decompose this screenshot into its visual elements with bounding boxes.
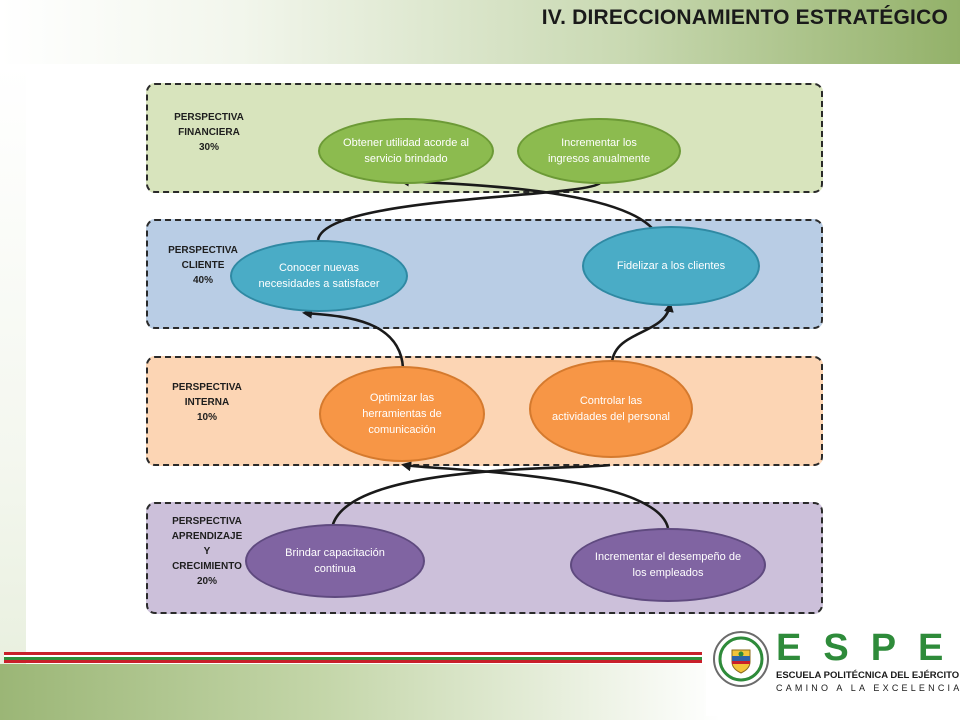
espe-crest-icon xyxy=(713,631,769,687)
footer-stripe xyxy=(4,652,702,655)
footer-stripe xyxy=(4,660,702,663)
node-fidelizar-clientes: Fidelizar a los clientes xyxy=(582,226,760,306)
label-perspectiva-financiera: PERSPECTIVA FINANCIERA 30% xyxy=(174,112,244,153)
label-perspectiva-aprendizaje: PERSPECTIVA APRENDIZAJE Y CRECIMIENTO 20… xyxy=(171,516,243,587)
node-controlar-actividades: Controlar las actividades del personal xyxy=(529,360,693,458)
page-title: IV. DIRECCIONAMIENTO ESTRATÉGICO xyxy=(541,6,948,29)
node-obtener-utilidad: Obtener utilidad acorde al servicio brin… xyxy=(318,118,494,184)
node-incrementar-ingresos: Incrementar los ingresos anualmente xyxy=(517,118,681,184)
espe-school-name: ESCUELA POLITÉCNICA DEL EJÉRCITO xyxy=(776,670,960,681)
node-brindar-capacitacion: Brindar capacitación continua xyxy=(245,524,425,598)
espe-logo-letters: ESPE xyxy=(776,627,960,669)
espe-motto: CAMINO A LA EXCELENCIA xyxy=(776,683,960,693)
left-decorative-strip xyxy=(0,64,26,720)
footer-stripe xyxy=(4,657,702,660)
label-perspectiva-cliente: PERSPECTIVA CLIENTE 40% xyxy=(168,245,238,286)
footer-stripe xyxy=(4,655,702,657)
label-perspectiva-interna: PERSPECTIVA INTERNA 10% xyxy=(172,382,242,423)
node-optimizar-herramientas: Optimizar las herramientas de comunicaci… xyxy=(319,366,485,462)
footer-band xyxy=(0,664,720,720)
node-conocer-necesidades: Conocer nuevas necesidades a satisfacer xyxy=(230,240,408,312)
espe-logo: ESPE ESCUELA POLITÉCNICA DEL EJÉRCITO CA… xyxy=(706,624,959,716)
node-incrementar-desempeno: Incrementar el desempeño de los empleado… xyxy=(570,528,766,602)
header-bar xyxy=(0,0,960,64)
